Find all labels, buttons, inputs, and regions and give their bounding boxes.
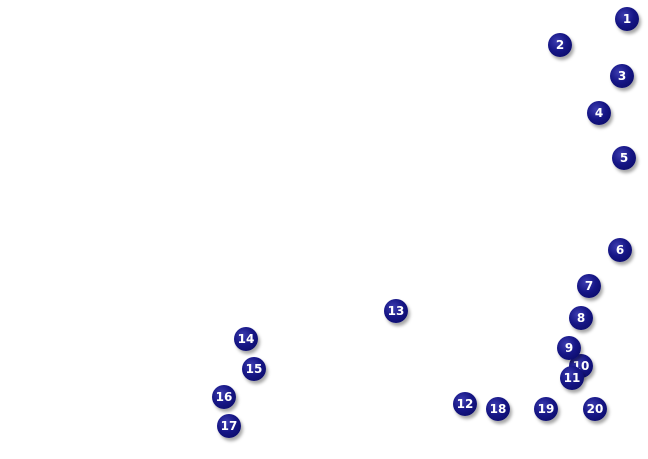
- marker-12[interactable]: 12: [453, 392, 477, 416]
- marker-7[interactable]: 7: [577, 274, 601, 298]
- marker-15[interactable]: 15: [242, 357, 266, 381]
- marker-5[interactable]: 5: [612, 146, 636, 170]
- marker-4[interactable]: 4: [587, 101, 611, 125]
- marker-11[interactable]: 11: [560, 366, 584, 390]
- marker-17[interactable]: 17: [217, 414, 241, 438]
- marker-1[interactable]: 1: [615, 7, 639, 31]
- marker-14[interactable]: 14: [234, 327, 258, 351]
- marker-20[interactable]: 20: [583, 397, 607, 421]
- marker-13[interactable]: 13: [384, 299, 408, 323]
- marker-3[interactable]: 3: [610, 64, 634, 88]
- marker-18[interactable]: 18: [486, 397, 510, 421]
- marker-6[interactable]: 6: [608, 238, 632, 262]
- marker-8[interactable]: 8: [569, 306, 593, 330]
- marker-16[interactable]: 16: [212, 385, 236, 409]
- marker-9[interactable]: 9: [557, 336, 581, 360]
- marker-2[interactable]: 2: [548, 33, 572, 57]
- marker-19[interactable]: 19: [534, 397, 558, 421]
